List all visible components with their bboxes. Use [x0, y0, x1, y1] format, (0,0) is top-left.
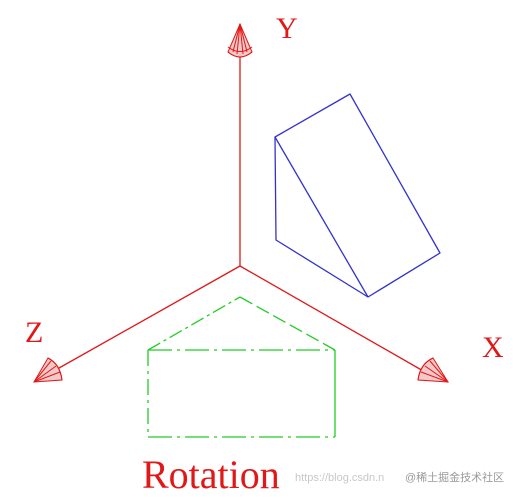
y-axis-label: Y: [276, 12, 298, 45]
z-axis-line: [51, 265, 241, 373]
x-axis-line: [239, 265, 426, 373]
watermark-brand: @稀土掘金技术社区: [405, 470, 504, 484]
coordinate-axes: [51, 52, 426, 373]
rotated-prism: [274, 93, 441, 298]
z-arrow-cone: [33, 357, 63, 383]
prism-outline: [274, 93, 441, 298]
y-arrow-cone: [227, 22, 253, 58]
z-axis-label: Z: [25, 316, 43, 349]
pentagon-projection: [147, 296, 336, 438]
projection-roof-left: [147, 296, 241, 351]
watermark-url: https://blog.csdn.n: [295, 472, 384, 484]
prism-diagonal-edge: [274, 136, 369, 298]
diagram-caption: Rotation: [142, 452, 280, 497]
x-arrow-cone: [417, 357, 449, 383]
x-axis-label: X: [482, 331, 504, 364]
projection-roof-right: [239, 296, 336, 351]
